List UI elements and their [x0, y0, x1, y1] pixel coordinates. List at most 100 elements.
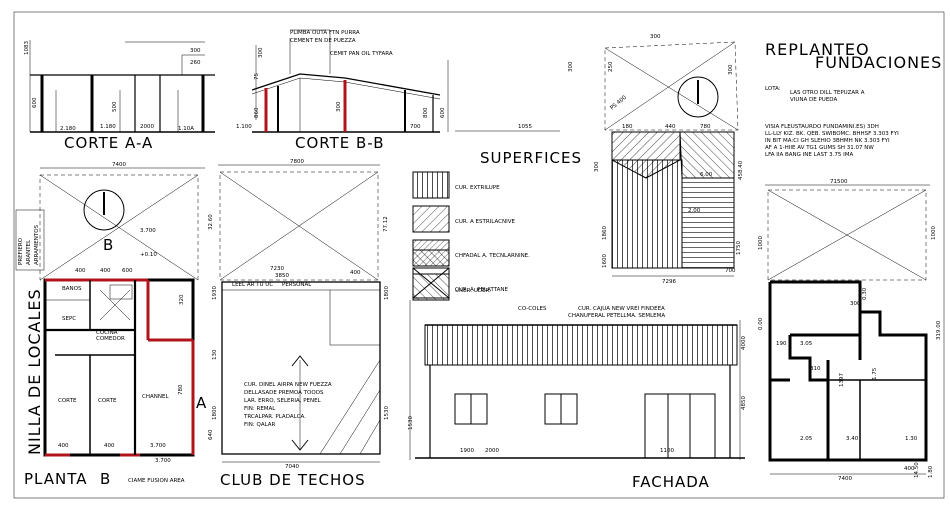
- corte-bb-dim-1: 300: [258, 47, 264, 58]
- superficies-legend: SUPERFICES CUR. EXTRILUPE CUR. A ESTRILA…: [412, 149, 582, 301]
- replanteo-top-dim: 71500: [830, 179, 848, 185]
- replanteo-d2: 3.05: [800, 341, 813, 347]
- corte-bb-base-2: 700: [410, 124, 421, 130]
- techo-d2: 6.00: [700, 172, 713, 178]
- replanteo-lota-3: VIUNA DE PUEDA: [790, 97, 837, 103]
- planta-room-2: COCINA: [96, 330, 118, 336]
- fachada-title: FACHADA: [632, 473, 710, 491]
- club-left-side-a: 1930: [212, 286, 218, 300]
- replanteo-br1: 400: [904, 466, 915, 472]
- planta-dim-400c: 400: [58, 443, 69, 449]
- techo-label: PS 400: [609, 94, 628, 111]
- techo-dim-780: 780: [700, 124, 711, 130]
- corte-aa-base-3: 2000: [140, 124, 154, 130]
- planta-small-3: 3.700: [155, 458, 171, 464]
- club-note-b1: CUR. DINEL AIRPA NEW FUEZZA: [244, 382, 332, 388]
- replanteo-title-1: REPLANTEO: [765, 40, 870, 59]
- techo-r-dim: 300: [594, 161, 600, 172]
- planta-dim-320: 320: [179, 294, 185, 305]
- club-note-b4: FIN: REMAL: [244, 406, 276, 412]
- planta-room-5: CORTE: [98, 398, 117, 404]
- replanteo-d5: 1.75: [872, 367, 878, 380]
- legend-label-2: CUR. A ESTRILACNIVE: [455, 219, 515, 225]
- planta-room-4: CORTE: [58, 398, 77, 404]
- replanteo-notes-1: VISIA FLEUSTAURDO FUNDAMINI.ES) 3DH: [765, 124, 879, 130]
- planta-section: 7400 B 3.700 +0.10 400 400 600 BANOS COC…: [15, 162, 218, 488]
- club-left-side-b: 1800: [212, 406, 218, 420]
- legend-label-4: CUR. A. PELATTANE: [455, 287, 509, 293]
- replanteo-d3: 1397: [839, 373, 845, 387]
- planta-b-mark: B: [103, 236, 114, 254]
- planta-top-dim: 7400: [112, 162, 126, 168]
- club-note-b3: LAR. ERRO, SELERIA, PENEL: [244, 398, 322, 404]
- legend-swatch-4: [412, 273, 450, 301]
- replanteo-side-dim: 0.00: [758, 317, 764, 330]
- techo-l1: 250: [608, 61, 614, 72]
- replanteo-mid-b: 300: [850, 301, 861, 307]
- club-note-b2: DELLASADE PREMOA TOOOS: [244, 390, 324, 396]
- corte-aa-dim-1: 600: [32, 97, 38, 108]
- fachada-b1: 1900: [460, 448, 474, 454]
- techo-r-side: 1750: [736, 241, 742, 255]
- fachada-right-dim-2: 4850: [741, 396, 747, 410]
- corte-bb-base-3: 1055: [518, 124, 532, 130]
- replanteo-right-dim: 1000: [931, 226, 937, 240]
- corte-aa-top-dim: 1083: [24, 41, 30, 55]
- techo-plan-section: PS 400 300 250 300 180 440 780 6.00 2.00…: [594, 34, 744, 285]
- corte-aa-title: CORTE A-A: [64, 134, 153, 152]
- legend-label-5: UNER: UDER.: [455, 288, 491, 294]
- superficies-title: SUPERFICES: [480, 149, 582, 167]
- techo-side2: 1600: [602, 254, 608, 268]
- fachada-b2: 2000: [485, 448, 499, 454]
- corte-aa-section: 1083 600 500 300 260 2.180 1.180 2000 1.…: [24, 40, 215, 152]
- corte-bb-note-3: CEMIT PAN OIL TYFARA: [330, 51, 393, 57]
- fachada-note-3: CHANUFERAL PETELLMA. SEMLEMA: [568, 313, 665, 319]
- planta-b-bottom: B: [100, 470, 111, 488]
- planta-title: PLANTA: [24, 470, 88, 488]
- techo-top-dim: 300: [650, 34, 661, 40]
- corte-bb-right-dim: 300: [568, 61, 574, 72]
- corte-bb-dim-5: 800: [423, 107, 429, 118]
- corte-bb-note-2: CEMENT EN DE PUEZZA: [290, 38, 356, 44]
- techo-side1: 1860: [602, 226, 608, 240]
- replanteo-d1: 190: [776, 341, 787, 347]
- corte-aa-dim-3: 300: [190, 48, 201, 54]
- replanteo-notes-2: LL-LLY KIZ. BK. QEB. SWIBOMC. BHHSF 3.30…: [765, 131, 899, 137]
- club-note-2: PERSONAL: [282, 282, 312, 288]
- planta-bottom-note: CIAME FUSION AREA: [128, 478, 185, 484]
- replanteo-section: REPLANTEO FUNDACIONES LOTA: LAS OTRO DIL…: [758, 40, 942, 482]
- replanteo-notes-4: AF A 1-HIIE AV TG1 GUMS SH 31.07 NW: [765, 145, 874, 151]
- corte-aa-base-4: 1.10A: [178, 126, 194, 132]
- club-mid-dim: 3850: [275, 273, 289, 279]
- corte-bb-note-1: PLIMBA OUTA FTN PURRA: [290, 30, 360, 36]
- planta-small-2: +0.10: [140, 252, 157, 258]
- planta-a-mark: A: [196, 394, 207, 412]
- club-note-b6: FIN: QALAR: [244, 422, 276, 428]
- techo-d4: 700: [725, 268, 736, 274]
- corte-bb-dim-3: 860: [254, 107, 260, 118]
- fachada-section: CO-COLES CUR. CAJUA NEW VREI FINDEEA CHA…: [408, 300, 747, 491]
- replanteo-lota-1: LOTA:: [765, 86, 781, 92]
- planta-dim-400a: 400: [75, 268, 86, 274]
- club-bottom-dim: 7040: [285, 464, 299, 470]
- replanteo-r-dim: 319.00: [936, 320, 942, 340]
- replanteo-d6: 2.05: [800, 436, 813, 442]
- planta-side-b: ARANTEL: [26, 239, 32, 265]
- replanteo-left-dim: 1000: [758, 236, 764, 250]
- corte-bb-base-1: 1.100: [236, 124, 252, 130]
- planta-room-6: CHANNEL: [142, 394, 169, 400]
- planta-room-1: BANOS: [62, 286, 82, 292]
- club-right-dim: 77.12: [383, 216, 389, 232]
- corte-bb-dim-4: 300: [336, 101, 342, 112]
- replanteo-br2: 14.50: [914, 462, 920, 478]
- replanteo-d4: 310: [810, 366, 821, 372]
- legend-swatch-3b: [412, 249, 450, 267]
- legend-row-5: UNER: UDER.: [412, 267, 491, 299]
- planta-dim-130: 130: [212, 349, 218, 360]
- techo-bottom-dim: 7296: [662, 279, 676, 285]
- replanteo-lota-2: LAS OTRO DILL TEPUZAR A: [790, 90, 865, 96]
- techo-d1: 180: [622, 124, 633, 130]
- replanteo-d8: 1.30: [905, 436, 918, 442]
